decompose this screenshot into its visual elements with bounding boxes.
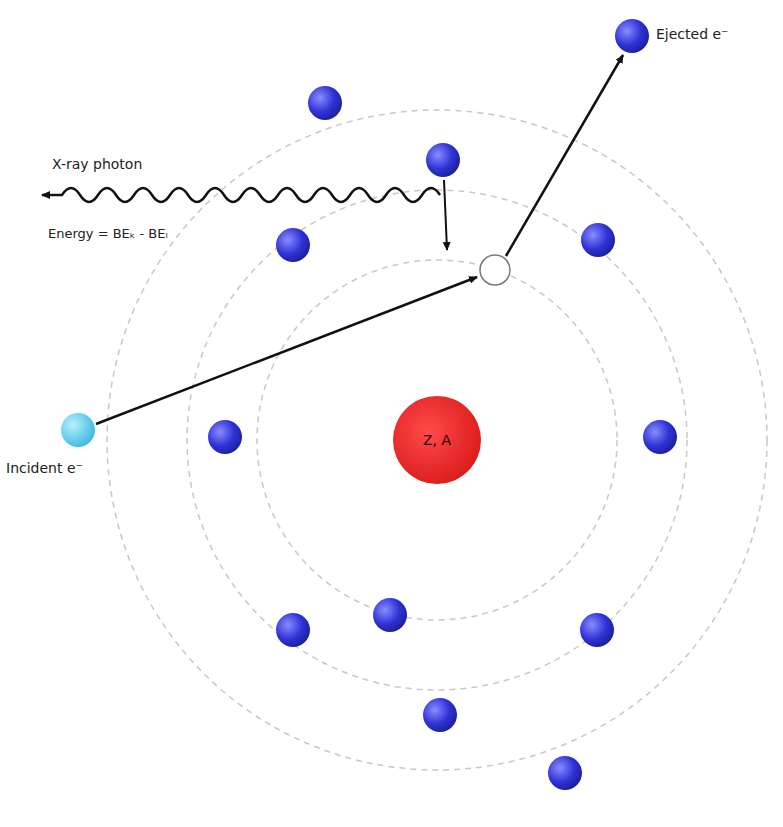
photon-wave (42, 188, 440, 202)
incident-electron-circle (61, 413, 95, 447)
incident-electron: Incident e⁻ (61, 413, 95, 447)
ejected-path (506, 55, 623, 256)
ejected-electron: Ejected e⁻ (615, 19, 649, 53)
electron (276, 613, 310, 647)
electron-shell (107, 110, 767, 770)
electron-shell (187, 190, 687, 690)
electron (423, 698, 457, 732)
electron (548, 756, 582, 790)
electron (581, 223, 615, 257)
energy-label: Energy = BEₖ - BEₗ (48, 226, 168, 242)
vacancy (480, 255, 510, 285)
incident-electron-label: Incident e⁻ (6, 460, 83, 477)
nucleus: Z, A (392, 395, 482, 485)
electron (308, 86, 342, 120)
electron (643, 420, 677, 454)
electron (208, 420, 242, 454)
electron (276, 228, 310, 262)
incident-electron-shape (61, 413, 95, 447)
ejected-electron-circle (615, 19, 649, 53)
ejected-electron-shape (615, 19, 649, 53)
nucleus-label: Z, A (423, 432, 451, 448)
transition-arrow (444, 180, 447, 250)
electron (426, 143, 460, 177)
nucleus-circle (393, 396, 481, 484)
photon-label: X-ray photon (52, 156, 142, 173)
electron (373, 598, 407, 632)
electron-shell (257, 260, 617, 620)
electron (580, 613, 614, 647)
ejected-electron-label: Ejected e⁻ (656, 26, 729, 43)
